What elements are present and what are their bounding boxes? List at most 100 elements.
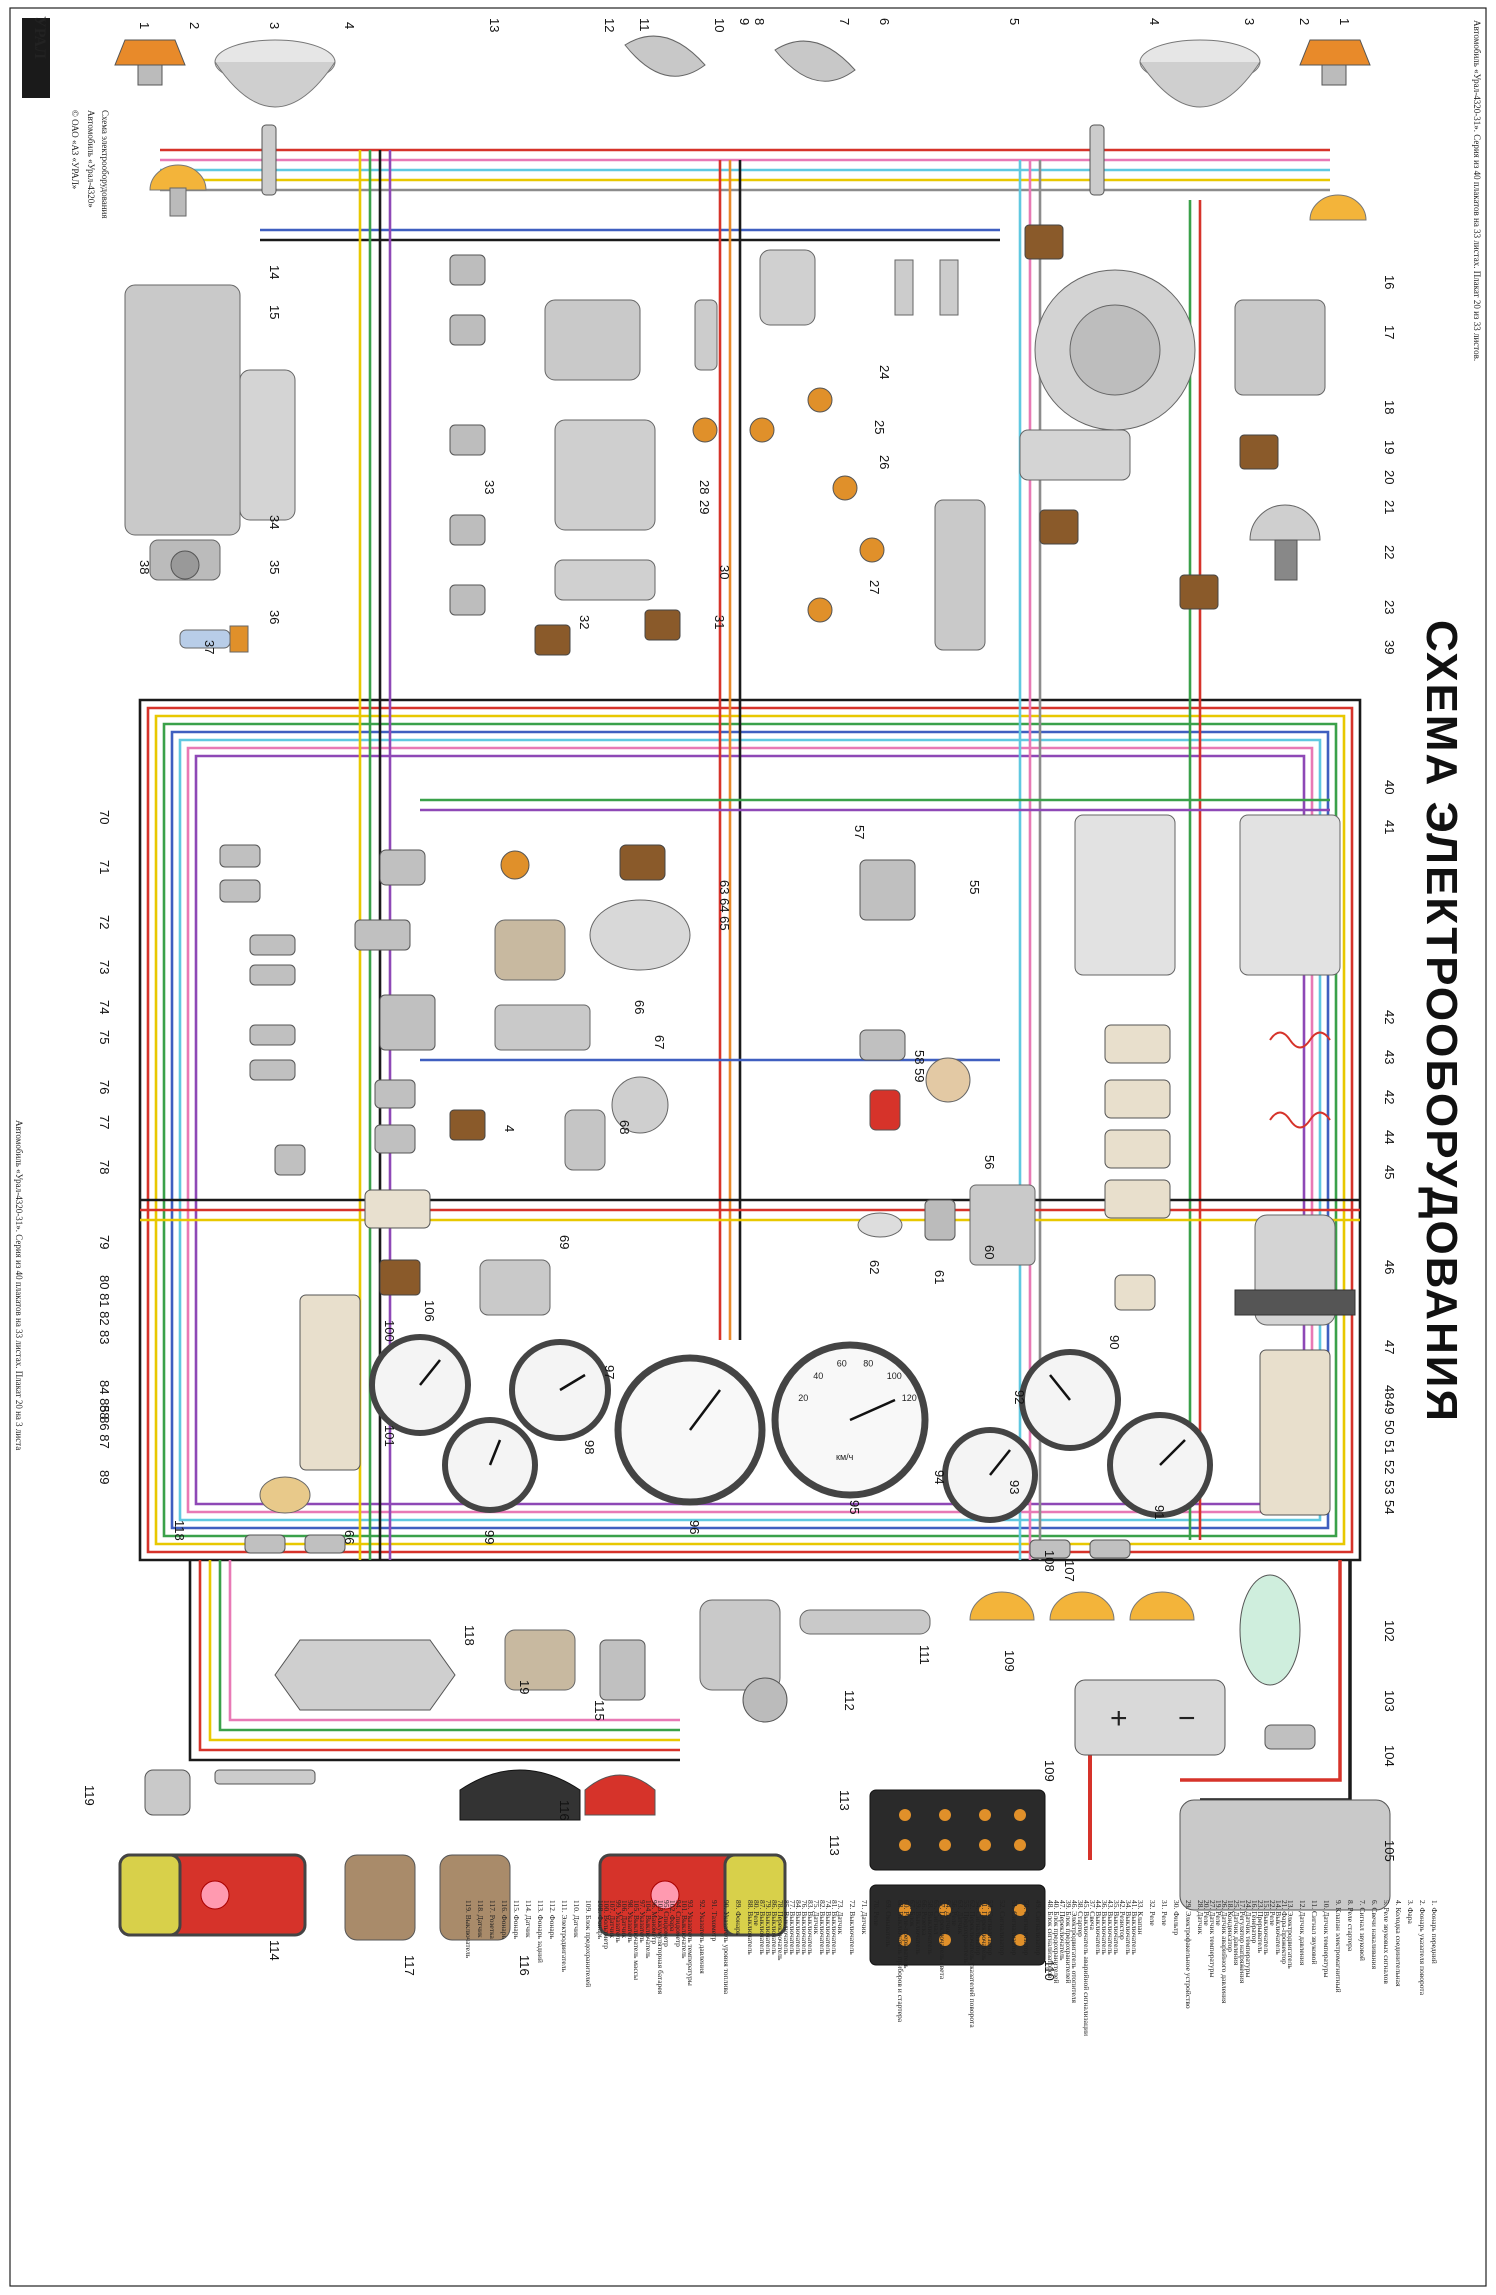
callout-center-11: 56 xyxy=(982,1155,997,1169)
callout-top-0: 13 xyxy=(487,18,502,32)
legend-item: 31. Реле xyxy=(1160,1900,1169,1926)
callout-left-9: 37 xyxy=(202,640,217,654)
legend-item: 45. Выключатель аварийной сигнализации xyxy=(1082,1900,1091,2036)
legend-item: 21. Фара-прожектор xyxy=(1280,1900,1289,1965)
callout-left-25: 89 xyxy=(97,1470,112,1484)
legend-item: 115. Фонарь xyxy=(512,1900,521,1939)
legend-item: 110. Датчик xyxy=(572,1900,581,1938)
wire-harness xyxy=(138,148,1362,1860)
callout-center-24: 92 xyxy=(1012,1390,1027,1404)
callout-left-29: 119 xyxy=(82,1785,97,1806)
callout-center-47: 118 xyxy=(462,1625,477,1646)
callout-center-2: 26 xyxy=(877,455,892,469)
callout-center-42: 114 xyxy=(267,1940,282,1961)
front-lamps xyxy=(114,35,1371,221)
callout-right-23: 53 xyxy=(1382,1480,1397,1494)
legend-item: 117. Розетка xyxy=(488,1900,497,1939)
ural-logo xyxy=(22,18,50,98)
callout-center-44: 116 xyxy=(557,1800,572,1821)
callout-right-15: 45 xyxy=(1382,1165,1397,1179)
callout-left-11: 70 xyxy=(97,810,112,824)
speedometer-unit: км/ч xyxy=(836,1452,854,1462)
legend-item: 86. Выключатель xyxy=(770,1900,779,1955)
callout-center-9: 33 xyxy=(482,480,497,494)
legend-item: 82. Выключатель xyxy=(818,1900,827,1955)
callout-left-6: 34 xyxy=(267,515,282,529)
starter-motor xyxy=(124,284,296,653)
callout-center-23: 91 xyxy=(1152,1505,1167,1519)
callout-right-22: 52 xyxy=(1382,1460,1397,1474)
callout-right-17: 47 xyxy=(1382,1340,1397,1354)
callout-right-21: 51 xyxy=(1382,1440,1397,1454)
bottom-note: Автомобиль «Урал-4320-31». Серия из 40 п… xyxy=(14,1120,24,1451)
legend-item: 104. Выключатель xyxy=(644,1900,653,1959)
callout-center-38: 111 xyxy=(917,1645,932,1665)
speedometer-tick-4: 100 xyxy=(887,1371,902,1381)
callout-right-10: 41 xyxy=(1382,820,1397,834)
brand-info-2: Схема электрооборудования xyxy=(100,110,110,219)
legend-item: 25. Датчик давления xyxy=(1232,1900,1241,1966)
callout-right-9: 40 xyxy=(1382,780,1397,794)
callout-top-7: 6 xyxy=(877,18,892,25)
legend-item: 1. Фонарь передний xyxy=(1430,1900,1439,1964)
callout-center-19: 67 xyxy=(652,1035,667,1049)
legend-item: 51. Сигнализатор xyxy=(1010,1900,1019,1956)
legend-item: 88. Выключатель xyxy=(746,1900,755,1955)
legend-item: 87. Выключатель xyxy=(758,1900,767,1955)
callout-left-19: 78 xyxy=(97,1160,112,1174)
callout-left-15: 74 xyxy=(97,1000,112,1014)
legend-item: 12. Датчик давления xyxy=(1298,1900,1307,1966)
legend-item: 64. Датчик xyxy=(944,1900,953,1935)
callout-left-22: 83 xyxy=(97,1330,112,1344)
legend-item: 63. Датчик xyxy=(956,1900,965,1935)
legend-item: 41. Выключатель xyxy=(1130,1900,1139,1955)
sheet-frame xyxy=(9,7,1487,2287)
callout-left-28: 118 xyxy=(172,1520,187,1541)
legend-item: 113. Фонарь задний xyxy=(536,1900,545,1963)
callout-right-25: 102 xyxy=(1382,1620,1397,1642)
callout-center-28: 96 xyxy=(687,1520,702,1534)
callout-top-5: 8 xyxy=(752,18,767,25)
legend-item: 119. Выключатель xyxy=(464,1900,473,1959)
legend-item: 2. Фонарь указателя поворота xyxy=(1418,1900,1427,1996)
callout-center-48: 66 xyxy=(342,1530,357,1544)
callout-center-49: 19 xyxy=(517,1680,532,1694)
legend-item: 32. Реле xyxy=(1148,1900,1157,1926)
callout-right-13: 42 xyxy=(1382,1090,1397,1104)
upper-components xyxy=(449,224,1326,656)
callout-top-1: 12 xyxy=(602,18,617,32)
legend-item: 49. Сигнализатор xyxy=(1034,1900,1043,1956)
speedometer-tick-0: 20 xyxy=(798,1393,808,1403)
speedometer-tick-5: 120 xyxy=(902,1393,917,1403)
legend-item: 84. Выключатель xyxy=(794,1900,803,1955)
callout-left-7: 35 xyxy=(267,560,282,574)
legend-item: 102. Фара xyxy=(668,1900,677,1932)
legend-item: 8. Реле стартера xyxy=(1346,1900,1355,1952)
legend-item: 4. Колодка соединительная xyxy=(1394,1900,1403,1987)
callout-center-33: 107 xyxy=(1062,1560,1077,1582)
legend-item: 108. Фонарь xyxy=(596,1900,605,1940)
callout-center-41: 113 xyxy=(827,1835,842,1856)
legend-item: 46. Электродвигатель отопителя xyxy=(1070,1900,1079,2004)
legend-item: 52. Сигнализатор xyxy=(998,1900,1007,1956)
callout-center-25: 93 xyxy=(1007,1480,1022,1494)
callout-right-0: 16 xyxy=(1382,275,1397,289)
callout-right-3: 19 xyxy=(1382,440,1397,454)
legend-item: 42. Резистор xyxy=(1118,1900,1127,1940)
lower-components: + − xyxy=(118,1534,1391,1966)
legend-item: 7. Сигнал звуковой xyxy=(1358,1900,1367,1961)
legend-item: 114. Датчик xyxy=(524,1900,533,1938)
legend-item: 91. Тахометр xyxy=(710,1900,719,1942)
legend-item: 68. Выключатель приборов и стартера xyxy=(896,1900,905,2023)
callout-center-5: 29 xyxy=(697,500,712,514)
callout-left-16: 75 xyxy=(97,1030,112,1044)
callout-center-18: 66 xyxy=(632,1000,647,1014)
callout-top-2: 11 xyxy=(637,18,652,32)
legend-item: 26. Датчик аварийного давления xyxy=(1220,1900,1229,2004)
callout-center-12: 57 xyxy=(852,825,867,839)
callout-center-37: 110 xyxy=(1042,1960,1057,1981)
